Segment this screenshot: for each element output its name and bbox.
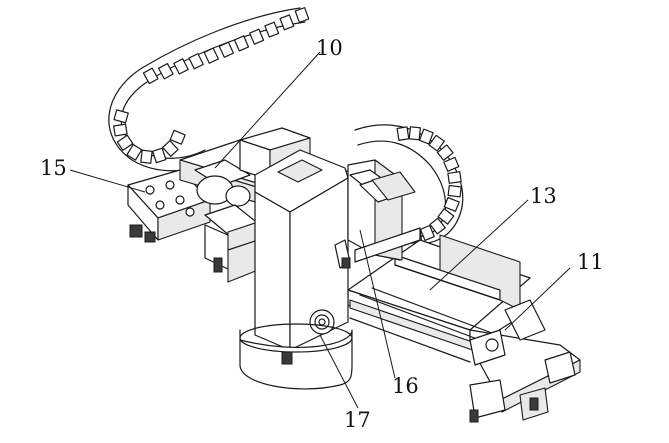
- label-10: 10: [316, 36, 343, 60]
- label-11: 11: [577, 250, 604, 274]
- label-15: 15: [40, 156, 67, 180]
- label-16: 16: [392, 374, 419, 398]
- base-frame: [347, 234, 581, 423]
- left-cable-chain: [108, 7, 310, 172]
- leader-lines: [69, 51, 571, 409]
- label-13: 13: [530, 184, 557, 208]
- vertical-plate: [347, 159, 421, 263]
- label-17: 17: [344, 408, 371, 432]
- main-column: [239, 149, 353, 390]
